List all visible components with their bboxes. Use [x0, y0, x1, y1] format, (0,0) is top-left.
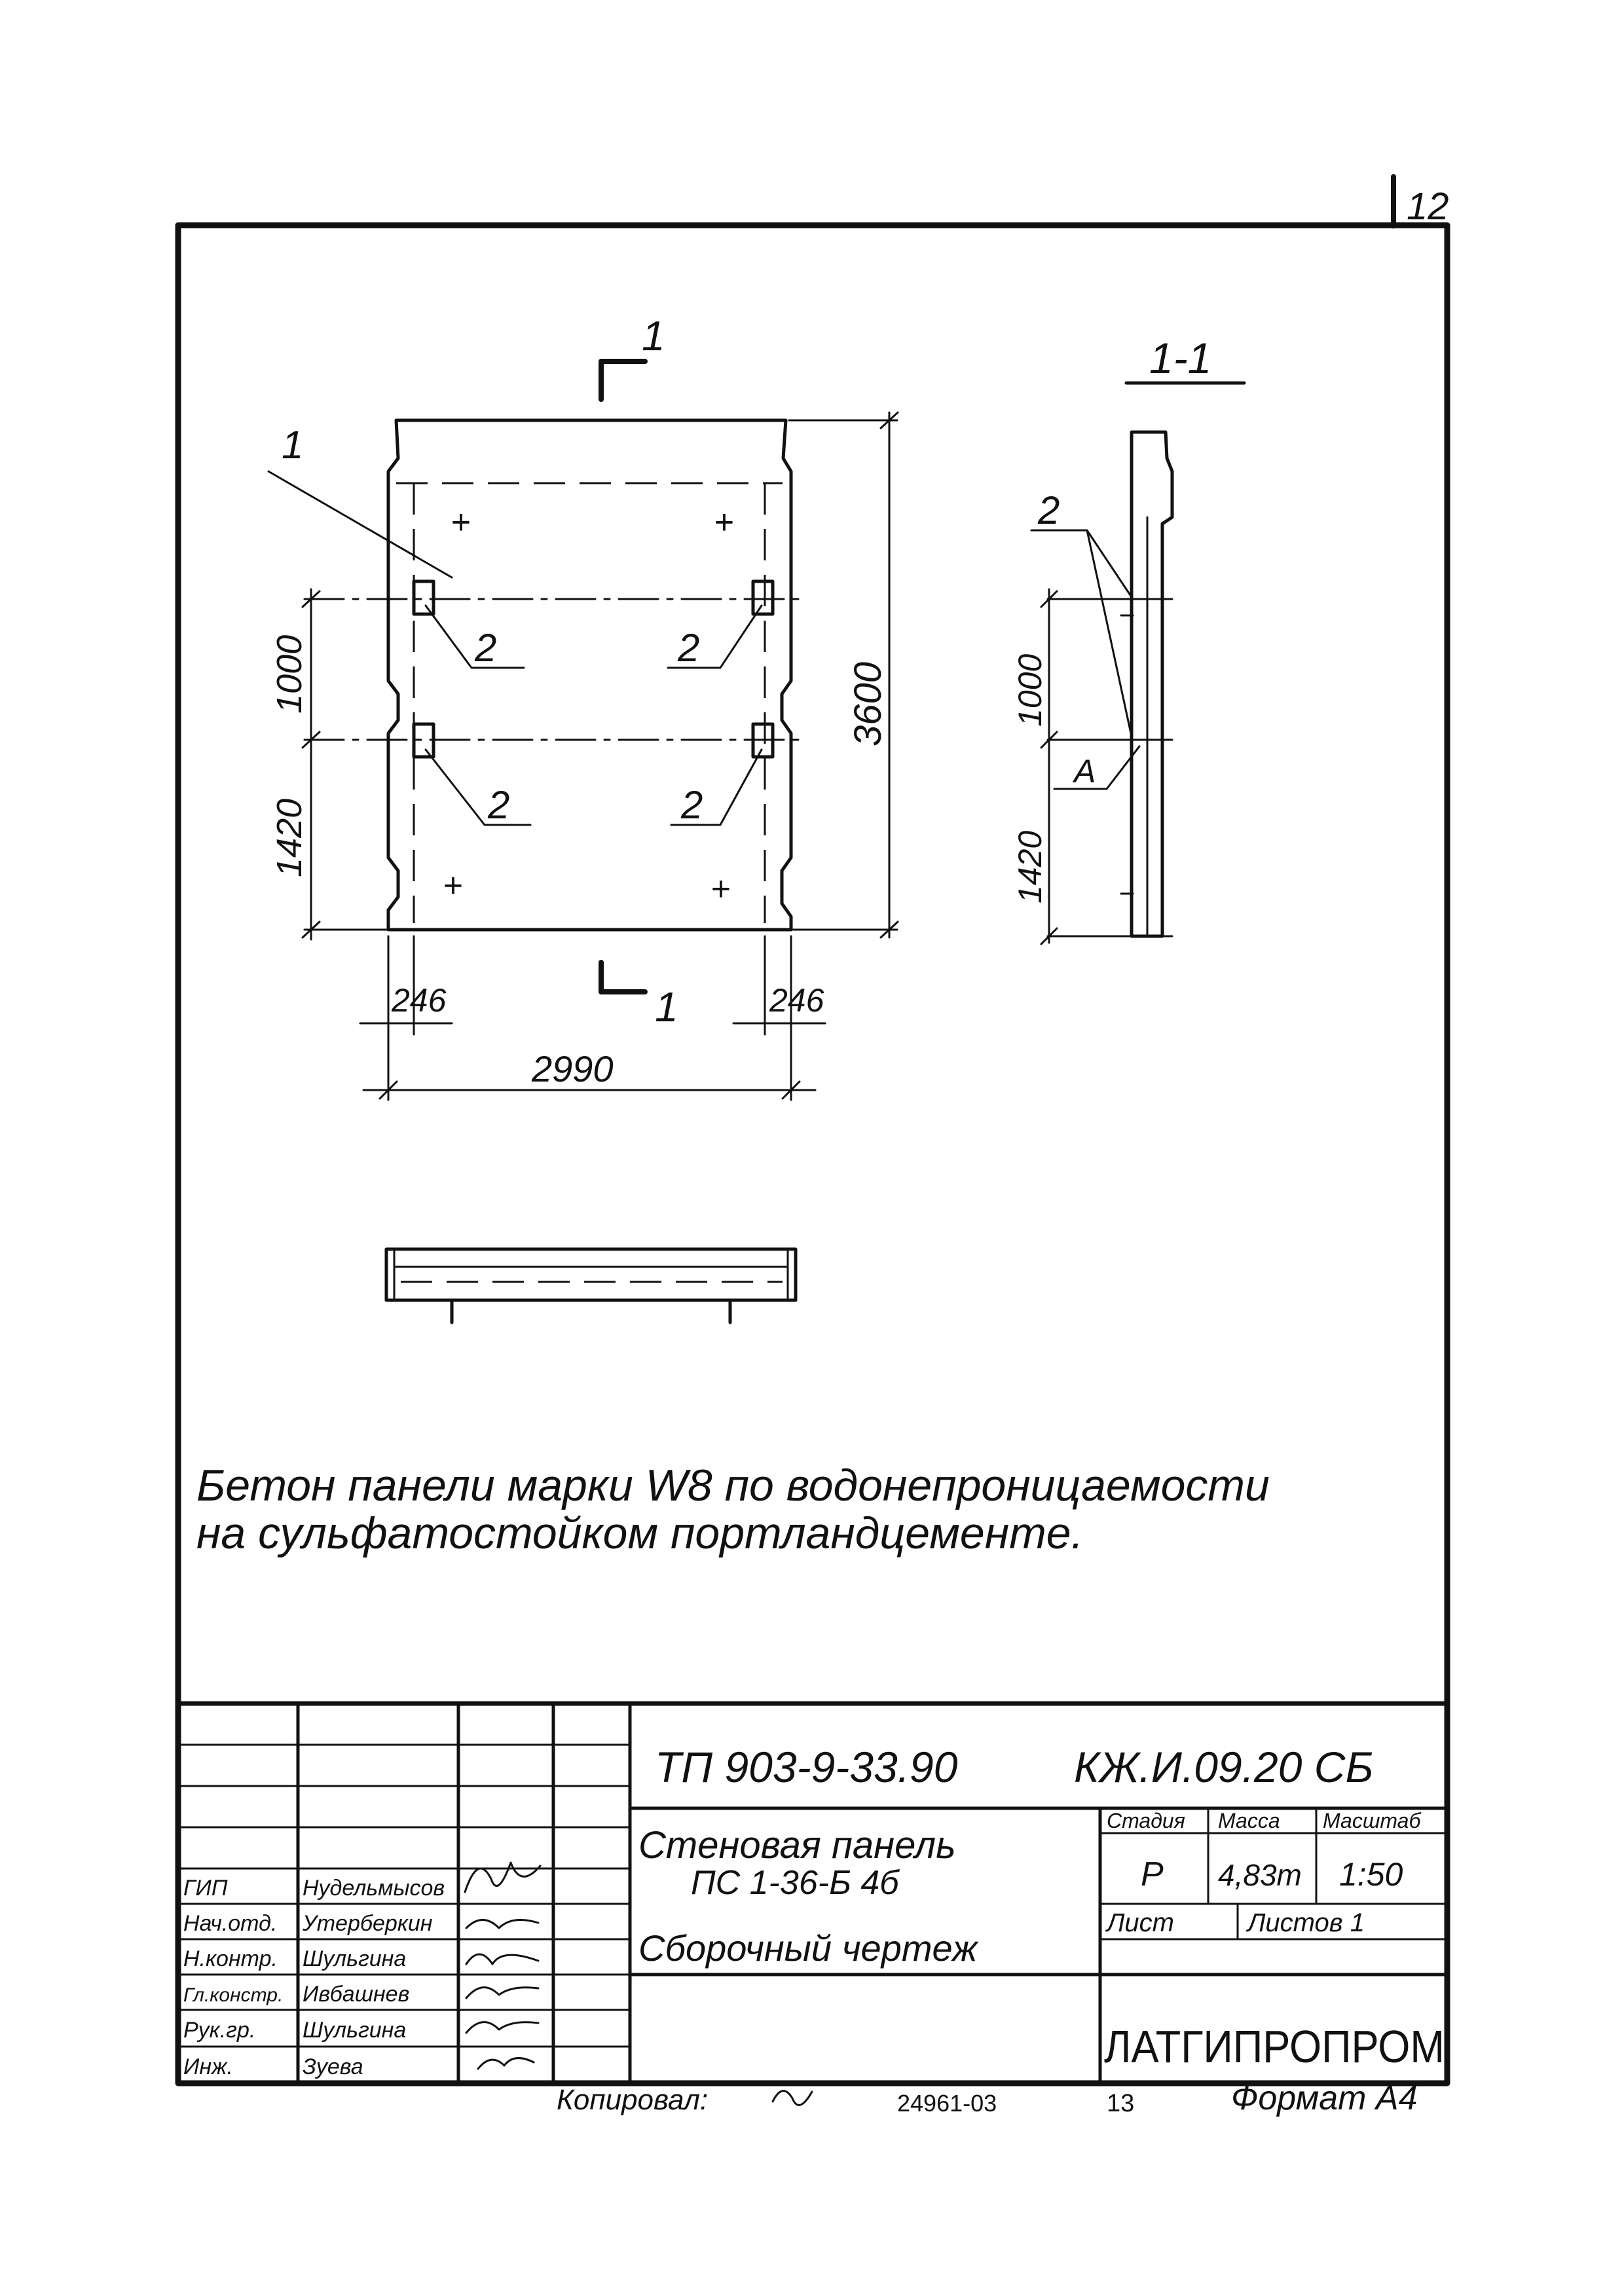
staff-name: Зуева — [303, 2054, 363, 2079]
mass-value: 4,83т — [1218, 1858, 1302, 1892]
svg-text:+: + — [714, 503, 733, 541]
note-line-1: Бетон панели марки W8 по водонепроницаем… — [196, 1461, 1270, 1510]
staff-role: ГИП — [183, 1876, 228, 1901]
position-2-label: 2 — [677, 626, 699, 670]
sheet-label: Лист — [1105, 1908, 1174, 1937]
col-scale: Масштаб — [1323, 1809, 1421, 1832]
section-mark-bottom: 1 — [655, 983, 678, 1030]
svg-text:+: + — [710, 870, 730, 908]
staff-name: Шульгина — [303, 2018, 406, 2043]
signature — [477, 2057, 535, 2070]
footer-number: 13 — [1107, 2090, 1134, 2117]
col-mass: Масса — [1218, 1809, 1280, 1832]
dim-1000: 1000 — [270, 635, 309, 714]
stage-value: Р — [1141, 1855, 1164, 1893]
footer-checked: Копировал: — [557, 2084, 708, 2116]
staff-role: Рук.гр. — [183, 2018, 255, 2043]
detail-a-label: A — [1072, 753, 1096, 790]
note-line-2: на сульфатостойком портландцементе. — [196, 1508, 1084, 1558]
signature — [465, 1919, 540, 1929]
dim-246-left: 246 — [391, 982, 447, 1019]
signature — [465, 1986, 540, 1999]
section-view: 1-1 1000 1420 2 A — [1012, 334, 1246, 945]
signature — [465, 2021, 540, 2034]
dim-2990: 2990 — [531, 1048, 614, 1089]
title-line-3: Сборочный чертеж — [638, 1927, 979, 1969]
staff-role: Инж. — [183, 2054, 233, 2079]
dim-1420: 1420 — [270, 799, 309, 877]
position-2-label: 2 — [474, 626, 496, 670]
signature — [464, 1861, 542, 1893]
staff-name: Нудельмысов — [303, 1876, 445, 1901]
panel-plan — [384, 1247, 798, 1324]
section-position-2: 2 — [1037, 488, 1060, 532]
dim-246-right: 246 — [769, 982, 824, 1019]
panel-elevation: + + + + 1 1 1 2 2 2 2 — [267, 312, 899, 1101]
scale-value: 1:50 — [1339, 1856, 1403, 1893]
section-title: 1-1 — [1149, 334, 1211, 382]
position-2-label: 2 — [680, 783, 703, 827]
col-stage: Стадия — [1107, 1809, 1185, 1832]
dim-3600: 3600 — [847, 662, 889, 746]
signature — [465, 1953, 540, 1965]
sheets-label: Листов 1 — [1246, 1908, 1365, 1937]
section-dim-1000: 1000 — [1012, 654, 1048, 727]
sheet-frame — [175, 222, 1450, 2086]
staff-name: Шульгина — [303, 1946, 406, 1971]
position-1-label: 1 — [282, 423, 303, 467]
page-number: 12 — [1407, 185, 1449, 228]
footer-format: Формат А4 — [1231, 2079, 1418, 2117]
document-code: КЖ.И.09.20 СБ — [1074, 1743, 1373, 1791]
svg-text:+: + — [443, 867, 462, 905]
svg-text:+: + — [451, 503, 470, 541]
organization: ЛАТГИПРОПРОМ — [1104, 2021, 1445, 2072]
staff-role: Н.контр. — [183, 1946, 278, 1971]
title-line-1: Стеновая панель — [638, 1824, 956, 1867]
section-dim-1420: 1420 — [1012, 831, 1048, 903]
checker-signature — [771, 2090, 813, 2106]
section-mark-top: 1 — [642, 312, 665, 359]
position-2-label: 2 — [487, 783, 509, 827]
staff-role: Нач.отд. — [183, 1911, 277, 1936]
staff-role: Гл.констр. — [183, 1984, 283, 2006]
project-code: ТП 903-9-33.90 — [655, 1743, 958, 1791]
footer-inventory: 24961-03 — [897, 2090, 997, 2117]
title-line-2: ПС 1-36-Б 4б — [691, 1864, 900, 1902]
title-block: ТП 903-9-33.90 КЖ.И.09.20 СБ Стеновая па… — [175, 1701, 1450, 2085]
staff-name: Ивбашнев — [303, 1982, 409, 2007]
staff-name: Утерберкин — [302, 1911, 433, 1936]
